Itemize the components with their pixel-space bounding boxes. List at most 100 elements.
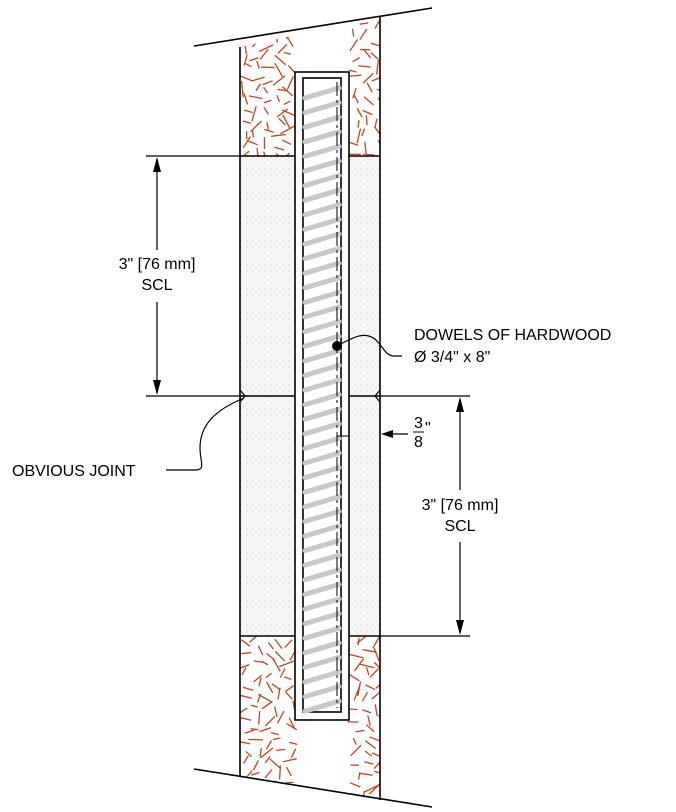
fiber-stroke	[374, 704, 378, 716]
upper-dim-value: 3" [76 mm]	[119, 256, 196, 273]
bottom-fiber-hatch	[240, 636, 380, 800]
fiber-stroke	[241, 667, 247, 676]
upper-dim-arrow-top	[153, 157, 161, 172]
fiber-stroke	[267, 642, 275, 650]
fiber-stroke	[266, 121, 269, 130]
fiber-stroke	[367, 715, 371, 726]
fiber-stroke	[356, 795, 364, 800]
spiral-groove	[302, 114, 342, 130]
fiber-stroke	[355, 729, 365, 733]
fiber-stroke	[269, 758, 281, 769]
fiber-stroke	[242, 120, 252, 124]
fiber-stroke	[272, 657, 281, 672]
spiral-groove	[302, 508, 342, 524]
fiber-stroke	[274, 650, 286, 662]
fiber-stroke	[244, 43, 248, 55]
spiral-groove	[302, 523, 342, 539]
fiber-stroke	[374, 770, 380, 775]
spiral-groove	[302, 289, 342, 305]
fiber-stroke	[274, 62, 283, 77]
fiber-stroke	[288, 796, 300, 800]
fiber-stroke	[257, 693, 273, 703]
fiber-stroke	[361, 128, 366, 137]
fiber-stroke	[258, 677, 262, 687]
fiber-stroke	[243, 109, 253, 114]
fiber-stroke	[242, 755, 249, 764]
spiral-groove	[302, 698, 342, 714]
spiral-groove	[302, 494, 342, 510]
fiber-stroke	[263, 106, 270, 115]
fiber-stroke	[259, 748, 262, 757]
fiber-stroke	[352, 737, 357, 745]
fiber-stroke	[356, 108, 363, 118]
spiral-groove	[302, 479, 342, 495]
fiber-stroke	[353, 658, 365, 672]
fiber-stroke	[353, 94, 359, 104]
fiber-stroke	[250, 120, 262, 133]
fiber-stroke	[274, 638, 283, 649]
spiral-groove	[302, 640, 342, 656]
fiber-stroke	[349, 782, 361, 788]
fiber-stroke	[363, 153, 375, 156]
fiber-stroke	[349, 74, 362, 77]
spiral-groove	[302, 596, 342, 612]
fiber-stroke	[365, 684, 376, 691]
fiber-stroke	[275, 33, 278, 43]
spiral-groove	[302, 246, 342, 262]
spiral-groove	[302, 260, 342, 276]
fiber-stroke	[362, 648, 377, 653]
spiral-groove	[302, 581, 342, 597]
fiber-stroke	[250, 704, 259, 708]
fiber-stroke	[375, 59, 380, 75]
fiber-stroke	[362, 72, 374, 84]
fiber-stroke	[249, 636, 260, 643]
spiral-groove	[302, 85, 342, 101]
fiber-stroke	[250, 728, 259, 731]
fraction-unit: "	[425, 420, 431, 437]
spiral-groove	[302, 100, 342, 116]
dowel-label-line2: Ø 3/4" x 8"	[414, 349, 490, 366]
fiber-stroke	[240, 716, 252, 721]
fraction-numerator: 3	[414, 415, 423, 432]
fiber-stroke	[253, 788, 263, 798]
fiber-stroke	[249, 21, 264, 27]
fiber-stroke	[272, 75, 286, 86]
fiber-stroke	[264, 715, 276, 727]
fiber-stroke	[277, 783, 280, 792]
fiber-stroke	[364, 761, 374, 765]
spiral-groove	[302, 158, 342, 174]
fiber-stroke	[281, 86, 294, 97]
fiber-stroke	[292, 700, 296, 710]
fiber-stroke	[259, 796, 275, 800]
fiber-stroke	[282, 758, 297, 763]
spiral-groove	[302, 435, 342, 451]
fiber-stroke	[377, 97, 380, 113]
fiber-stroke	[245, 750, 252, 758]
upper-dim-arrow-bottom	[153, 380, 161, 395]
fiber-stroke	[276, 748, 286, 752]
fiber-stroke	[258, 44, 274, 53]
fiber-stroke	[271, 683, 281, 691]
fiber-stroke	[372, 636, 380, 649]
lower-dim-unit: SCL	[444, 518, 475, 535]
fiber-stroke	[240, 80, 244, 97]
fiber-stroke	[283, 51, 291, 55]
fiber-stroke	[253, 660, 264, 664]
fiber-stroke	[240, 663, 250, 671]
fiber-stroke	[353, 685, 361, 701]
fiber-stroke	[249, 57, 259, 62]
spiral-groove	[302, 538, 342, 554]
spiral-groove	[302, 319, 342, 335]
fiber-stroke	[279, 668, 286, 678]
fiber-stroke	[264, 128, 274, 133]
fiber-stroke	[255, 83, 262, 92]
fiber-stroke	[286, 722, 298, 731]
fiber-stroke	[290, 748, 297, 758]
fiber-stroke	[265, 681, 274, 694]
fiber-stroke	[286, 76, 294, 90]
spiral-groove	[302, 202, 342, 218]
fiber-stroke	[362, 709, 372, 714]
fiber-stroke	[349, 653, 364, 659]
fiber-stroke	[264, 769, 273, 779]
fiber-stroke	[258, 711, 261, 725]
